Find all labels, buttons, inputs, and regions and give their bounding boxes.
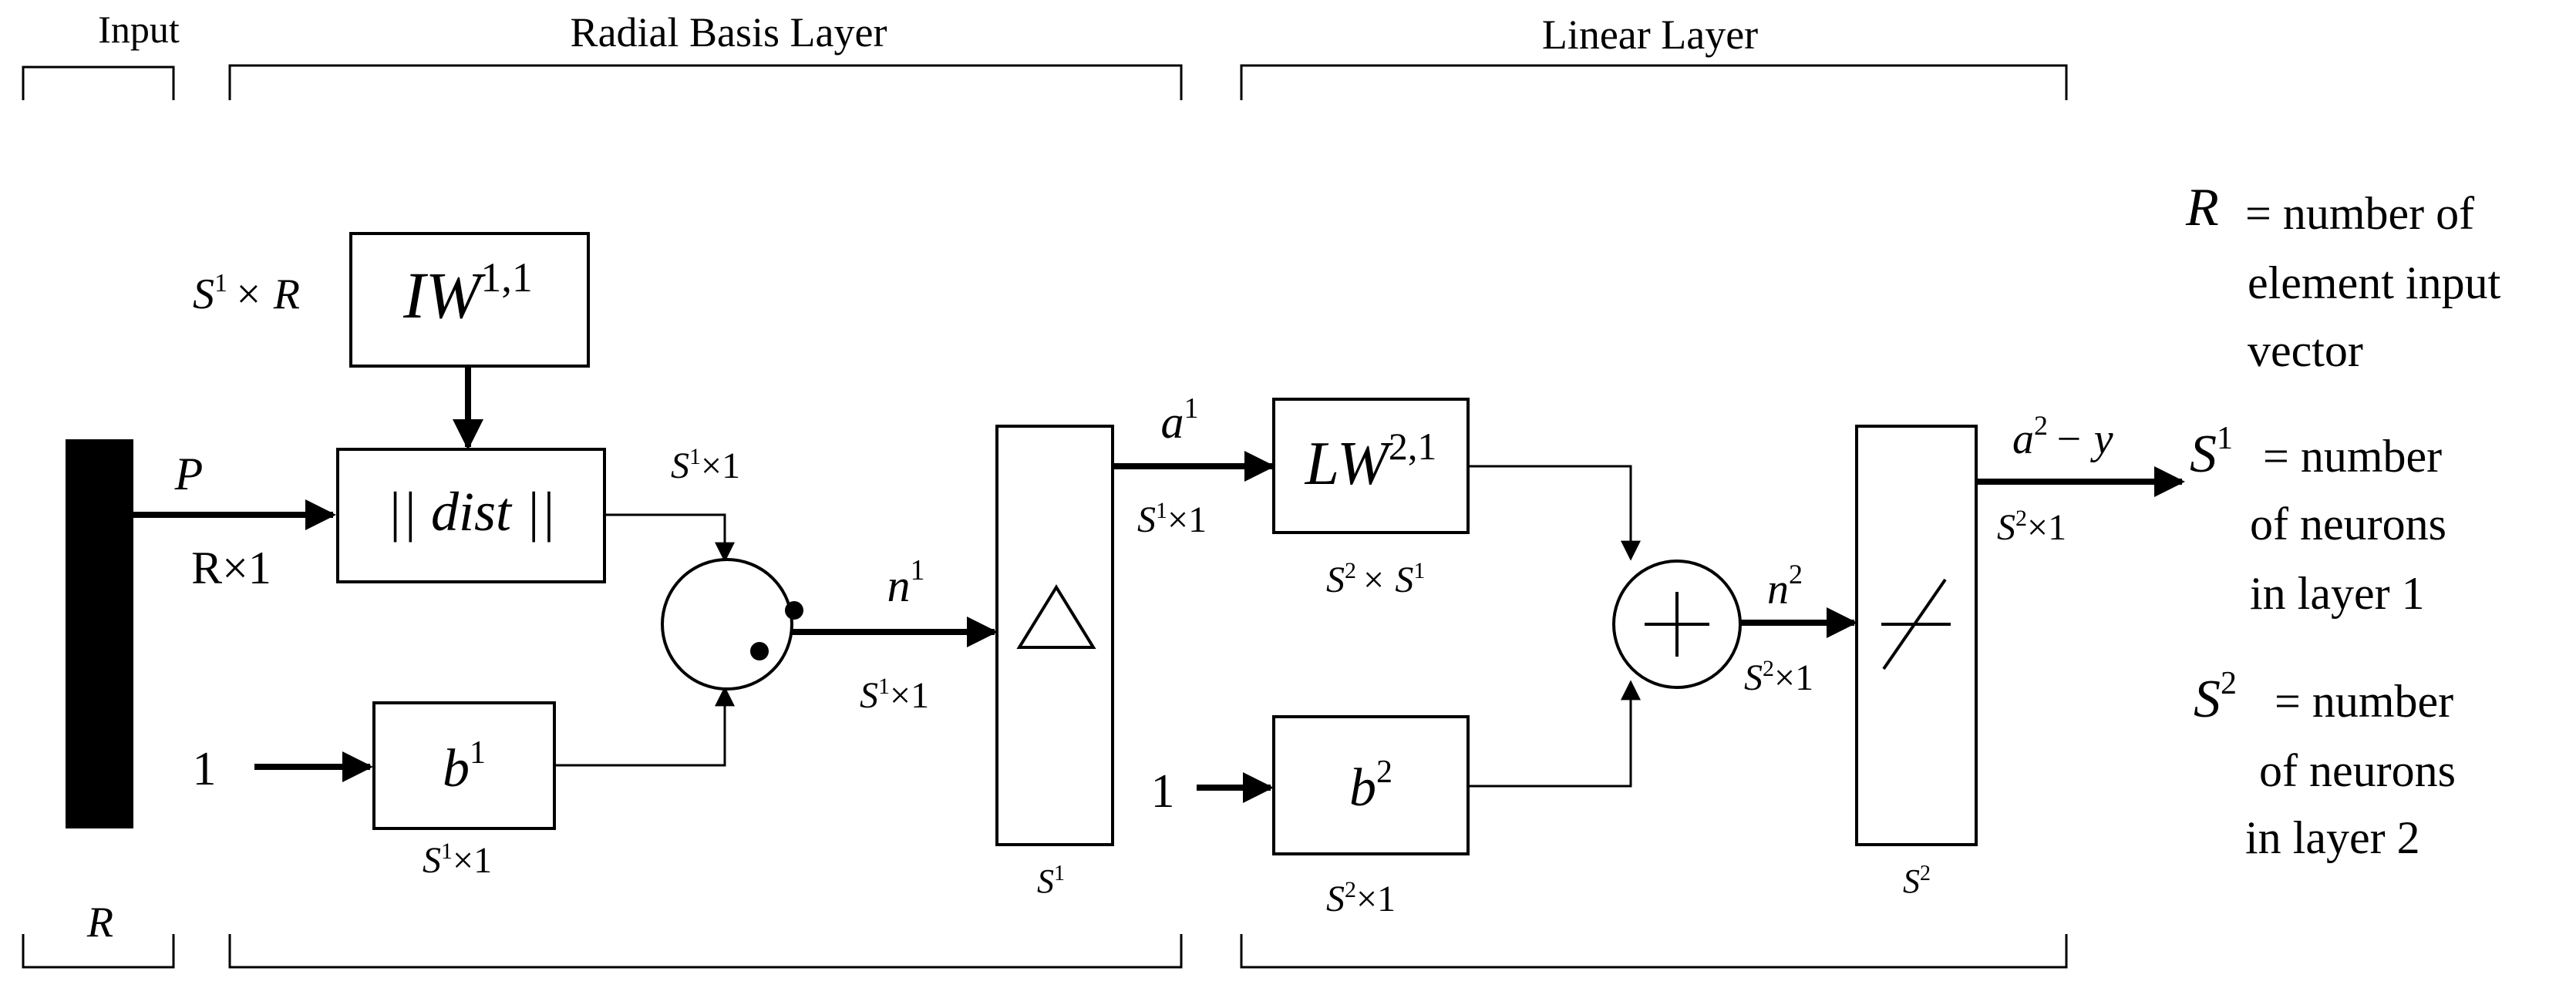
bias-2-dimension: S2×1 [1326,877,1396,919]
legend-s1-line-3: in layer 1 [2250,568,2425,619]
input-bottom-bracket [22,934,175,969]
net-input-1-dimension: S1×1 [860,674,929,716]
iw-weight-dimension: S1× R [193,269,300,318]
lw-weight-box [1272,398,1470,534]
linear-layer-top-bracket [1240,64,2068,100]
bias-2-box [1272,715,1470,855]
bias-1-to-product-line [554,686,735,767]
bias-1-input-label: 1 [193,743,217,795]
dist-box [336,448,606,583]
radial-basis-layer-header: Radial Basis Layer [571,9,887,55]
legend-s1-line-1: = number [2263,431,2442,482]
legend-s2: S2 = number of neurons in layer 2 [2194,666,2456,863]
legend-s2-line-2: of neurons [2259,745,2456,796]
radbas-size-label: S1 [1037,862,1065,900]
legend-r: R = number of element input vector [2185,178,2501,376]
output-a2-dimension: S2×1 [1997,506,2066,548]
legend-r-line-2: element input [2248,257,2501,308]
net-input-1-label: n1 [887,554,925,611]
dist-to-product-line [604,513,735,563]
output-a2-label: a2− y [2012,410,2113,463]
legend-s2-line-1: = number [2275,676,2453,727]
bias-2-input-label: 1 [1151,765,1175,818]
legend-r-line-3: vector [2248,325,2363,376]
linear-layer-bottom-bracket [1240,934,2068,969]
net-input-2-dimension: S2×1 [1744,656,1813,698]
purelin-transfer-box [1855,425,1978,846]
bias-2-to-sum-line [1468,680,1641,788]
dist-output-dimension: S1×1 [671,444,740,486]
radial-layer-bottom-bracket [228,934,1183,969]
iw-weight-box [349,232,590,368]
legend-s1: S1 = number of neurons in layer 1 [2190,421,2446,619]
input-top-bracket [22,66,175,100]
lw-weight-dimension: S2× S1 [1326,558,1425,600]
radbas-transfer-box [995,425,1114,846]
bias-1-box [372,701,556,830]
output-a1-label: a1 [1161,392,1199,448]
product-dot-lower-icon [750,642,769,660]
lw-to-sum-line [1468,465,1641,561]
bias-1-dimension: S1×1 [423,838,492,881]
radial-layer-top-bracket [228,64,1183,100]
legend-s2-line-3: in layer 2 [2245,812,2420,863]
bias-2-label: b2 [1349,754,1392,818]
dist-label: || dist || [386,481,555,543]
legend-r-symbol: R [2185,178,2219,237]
input-dimension-r: R [86,899,113,946]
lw-weight-label: LW2,1 [1305,425,1437,498]
output-a1-dimension: S1×1 [1137,498,1207,540]
bias-1-label: b1 [443,735,486,798]
legend-s2-symbol: S2 [2194,666,2237,729]
input-header: Input [98,8,180,51]
purelin-size-label: S2 [1903,862,1931,900]
input-dim-label: R×1 [191,543,271,593]
iw-weight-label: IW1,1 [402,254,533,332]
linear-layer-header: Linear Layer [1542,12,1758,58]
radbas-triangle-icon [1016,584,1096,649]
net-input-2-label: n2 [1767,559,1803,613]
input-p-label: P [174,449,204,499]
legend-s1-line-2: of neurons [2250,499,2446,549]
input-vector-bar [66,439,133,828]
legend-r-line-1: = number of [2245,188,2474,239]
product-dot-upper-icon [785,601,803,620]
elementwise-product-node [661,558,793,691]
legend-s1-symbol: S1 [2190,421,2233,484]
